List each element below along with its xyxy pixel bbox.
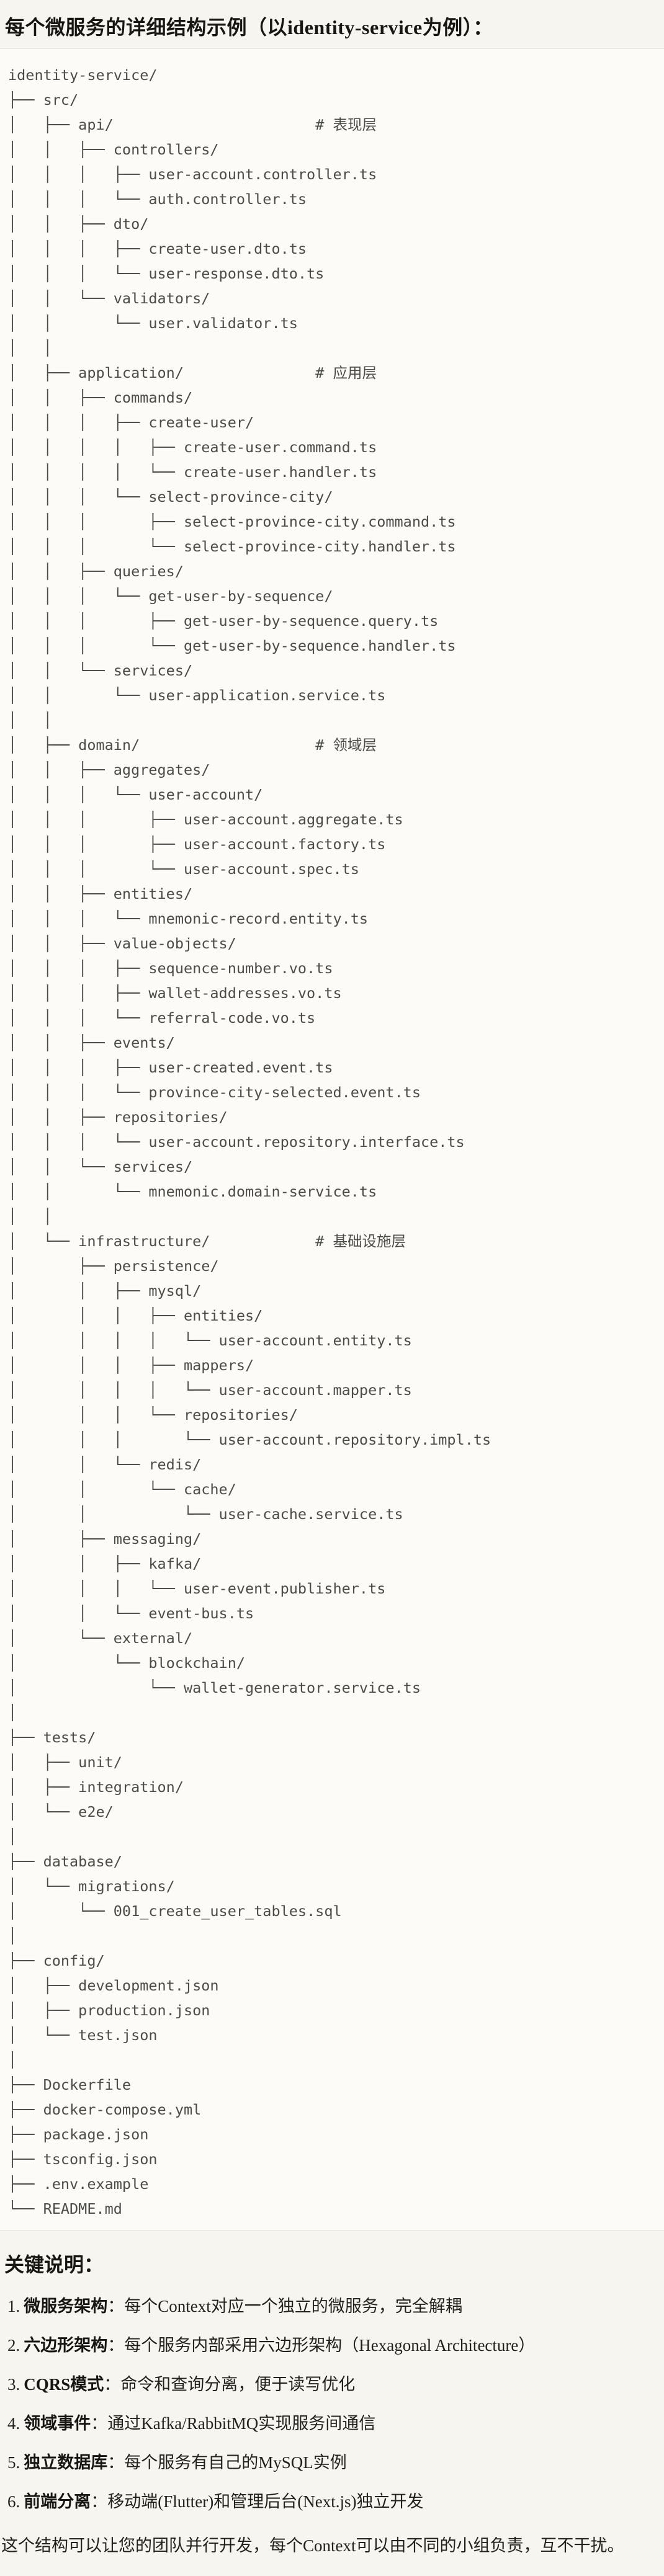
note-item: 4.领域事件：通过Kafka/RabbitMQ实现服务间通信 bbox=[7, 2412, 659, 2435]
notes-heading: 关键说明： bbox=[4, 2253, 104, 2276]
note-body: ：每个服务内部采用六边形架构（Hexagonal Architecture） bbox=[107, 2336, 536, 2355]
note-label: 独立数据库 bbox=[24, 2453, 108, 2472]
note-item: 5.独立数据库：每个服务有自己的MySQL实例 bbox=[7, 2451, 659, 2474]
note-body: ：命令和查询分离，便于读写优化 bbox=[104, 2375, 356, 2394]
note-label: 前端分离 bbox=[24, 2492, 91, 2511]
note-number: 1. bbox=[7, 2297, 20, 2316]
note-body: ：移动端(Flutter)和管理后台(Next.js)独立开发 bbox=[91, 2492, 424, 2511]
note-body: ：每个服务有自己的MySQL实例 bbox=[107, 2453, 347, 2472]
note-number: 6. bbox=[7, 2492, 20, 2511]
note-body: ：通过Kafka/RabbitMQ实现服务间通信 bbox=[91, 2414, 376, 2433]
note-item: 1.微服务架构：每个Context对应一个独立的微服务，完全解耦 bbox=[7, 2295, 659, 2318]
note-number: 3. bbox=[7, 2375, 20, 2394]
note-label: CQRS模式 bbox=[24, 2375, 104, 2394]
note-label: 微服务架构 bbox=[24, 2297, 108, 2316]
code-block: identity-service/ ├── src/ │ ├── api/ # … bbox=[0, 48, 664, 2231]
note-item: 3.CQRS模式：命令和查询分离，便于读写优化 bbox=[7, 2373, 659, 2396]
note-label: 六边形架构 bbox=[24, 2336, 108, 2355]
note-number: 2. bbox=[7, 2336, 20, 2355]
note-item: 2.六边形架构：每个服务内部采用六边形架构（Hexagonal Architec… bbox=[7, 2334, 659, 2357]
page-title: 每个微服务的详细结构示例（以identity-service为例）： bbox=[5, 16, 493, 38]
closing-paragraph: 这个结构可以让您的团队并行开发，每个Context可以由不同的小组负责，互不干扰… bbox=[1, 2536, 624, 2556]
note-label: 领域事件 bbox=[24, 2414, 91, 2433]
note-body: ：每个Context对应一个独立的微服务，完全解耦 bbox=[107, 2297, 462, 2316]
note-number: 5. bbox=[7, 2453, 20, 2472]
note-number: 4. bbox=[7, 2414, 20, 2433]
note-item: 6.前端分离：移动端(Flutter)和管理后台(Next.js)独立开发 bbox=[7, 2490, 659, 2513]
directory-tree: identity-service/ ├── src/ │ ├── api/ # … bbox=[8, 66, 491, 2217]
